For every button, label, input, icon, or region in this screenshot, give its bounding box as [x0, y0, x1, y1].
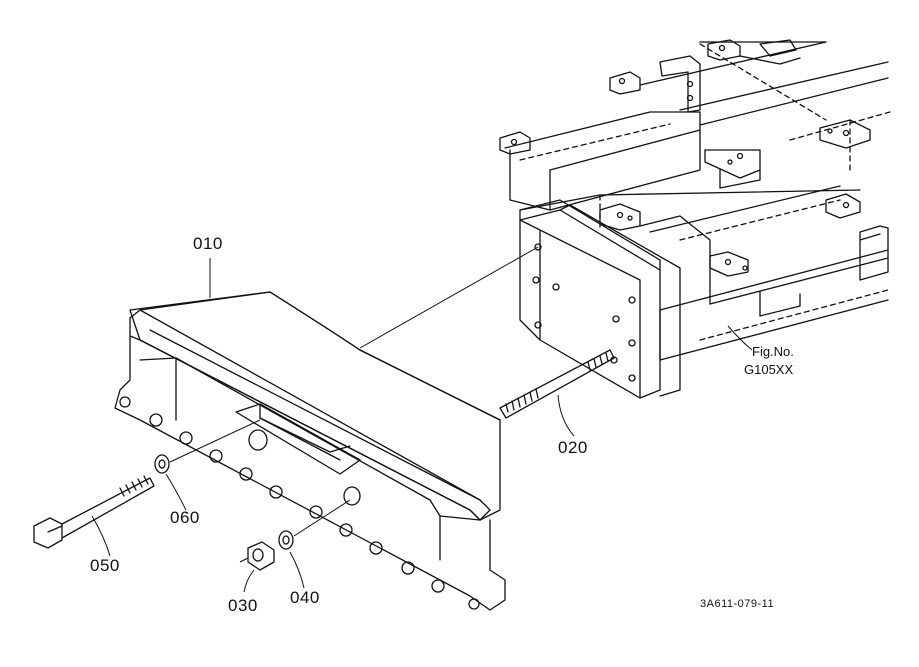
callout-010: 010 [193, 234, 223, 253]
spring-washer [278, 530, 294, 550]
hex-nut [247, 541, 275, 571]
front-weight-bracket [114, 291, 506, 611]
callout-020: 020 [558, 438, 588, 457]
callout-050: 050 [90, 556, 120, 575]
callout-060: 060 [170, 508, 200, 527]
lock-washer [154, 454, 170, 474]
figure-ref-number: G105XX [744, 362, 794, 377]
leader-050 [91, 515, 111, 557]
leader-figref [727, 325, 753, 351]
callout-040: 040 [290, 588, 320, 607]
leader-020 [557, 394, 575, 437]
leader-060 [165, 473, 187, 511]
chassis-frame [499, 39, 891, 399]
stud-bolt [499, 349, 615, 419]
leader-040 [289, 551, 305, 589]
callout-030: 030 [228, 596, 258, 615]
drawing-code: 3A611-079-11 [700, 598, 775, 610]
leader-030 [243, 569, 255, 593]
leader-lines [91, 258, 753, 593]
hex-bolt [33, 475, 155, 549]
alignment-lines [169, 246, 539, 563]
figure-ref-label: Fig.No. [752, 344, 794, 359]
